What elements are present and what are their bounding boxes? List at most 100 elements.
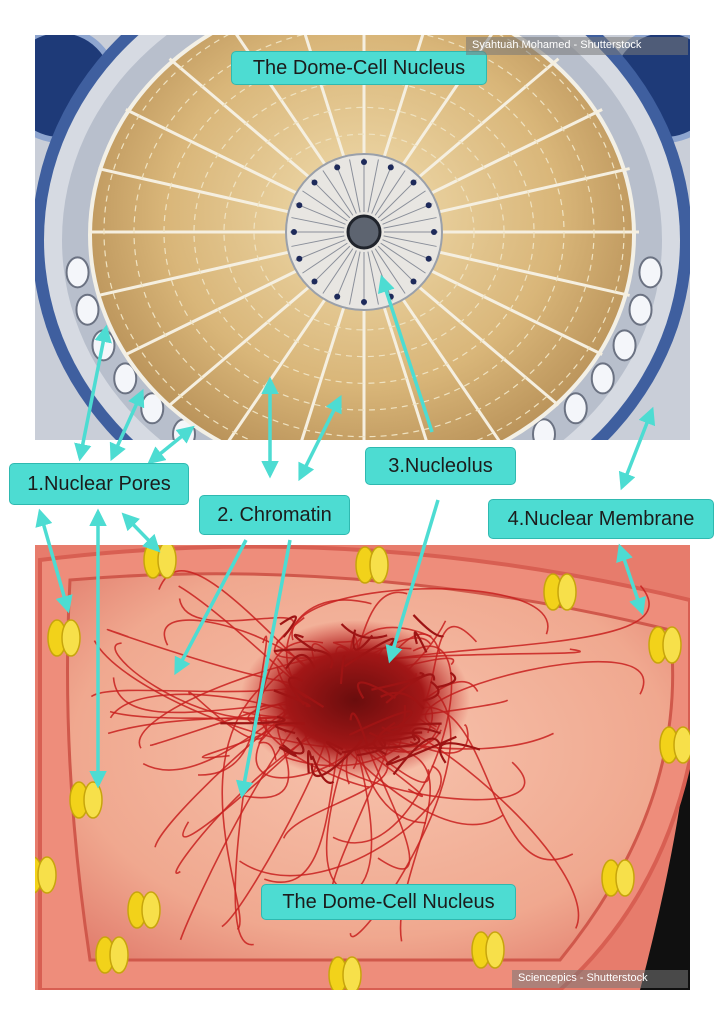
rosette-spoke	[295, 239, 346, 261]
rosette-spoke	[295, 203, 346, 225]
rosette-spoke	[382, 203, 433, 225]
nucleolus-fiber	[412, 614, 444, 638]
nucleolus-fiber	[288, 676, 305, 706]
rosette-ornament	[387, 164, 394, 171]
dome-window	[563, 392, 588, 425]
dome-window	[628, 293, 653, 326]
rosette-spoke	[311, 245, 351, 285]
dome-window	[217, 439, 222, 440]
nucleolus-fiber	[293, 633, 317, 652]
nucleolus-fiber	[435, 671, 457, 689]
dome-rib	[382, 306, 428, 440]
nucleolus-fiber	[278, 743, 297, 758]
chromatin-fiber	[291, 587, 549, 641]
rosette-ornament	[334, 293, 341, 300]
nucleolus-fiber	[413, 631, 428, 653]
nucleolus-fiber	[343, 637, 395, 668]
rosette-spoke	[335, 250, 357, 301]
rosette-spoke	[335, 163, 357, 214]
dome-rib	[401, 298, 501, 440]
nuclear-pore	[35, 856, 57, 894]
rosette-spoke	[374, 170, 406, 216]
nucleolus-fiber	[348, 710, 413, 736]
arrow-membrane-bottom	[616, 543, 646, 616]
rosette-spoke	[371, 163, 393, 214]
rosette-spoke	[380, 190, 426, 222]
nucleolus-fiber	[339, 655, 346, 685]
dome-window	[65, 256, 90, 289]
top-photo-credit: Syahtuah Mohamed - Shutterstock	[466, 37, 688, 55]
nucleolus-fiber	[220, 715, 286, 725]
chromatin-fiber	[221, 686, 262, 931]
nucleolus-fiber	[385, 673, 436, 704]
nucleolus-fiber	[438, 742, 481, 764]
dome-lattice-ring	[223, 106, 505, 358]
rosette-ornament	[291, 229, 297, 235]
arrow-pores-top-3	[147, 425, 195, 465]
rosette-ornament	[425, 255, 432, 262]
nuclear-pore	[601, 859, 635, 897]
nucleolus-fiber	[373, 731, 423, 756]
nuclear-pore	[543, 573, 577, 611]
dome-rib	[418, 286, 560, 407]
rosette-spoke	[302, 242, 348, 274]
nucleolus-fiber	[310, 739, 363, 778]
nuclear-pore	[127, 891, 161, 929]
rosette-spoke	[349, 251, 361, 305]
arrow-pores-top-2	[109, 388, 145, 462]
dome-rib	[98, 250, 289, 297]
dome-window	[248, 457, 270, 487]
nuclear-pores	[35, 545, 690, 990]
dome-rib	[418, 57, 560, 178]
dome-window	[75, 293, 100, 326]
rosette-ornament	[410, 179, 417, 186]
nuclear-pore	[143, 545, 177, 579]
chromatin-fiber	[239, 765, 442, 877]
nucleolus-fiber	[279, 615, 297, 638]
dome-rib	[125, 269, 298, 356]
dome-rib	[235, 35, 327, 166]
rosette-spoke	[291, 217, 345, 229]
arrow-nucleolus-bottom	[385, 499, 440, 664]
rosette-spoke	[291, 235, 345, 247]
dome-window	[590, 362, 615, 395]
label-chromatin: 2. Chromatin	[199, 495, 350, 535]
arrow-chromatin-bottom-1	[174, 539, 248, 676]
nucleolus-fiber	[352, 629, 374, 651]
dome-rib	[168, 57, 310, 178]
rosette-ornament	[425, 202, 432, 209]
dome-rib	[439, 250, 630, 297]
dome-rib	[300, 306, 346, 440]
rosette-ornament	[361, 159, 367, 165]
rosette-spoke	[383, 217, 437, 229]
nuclear-pore	[471, 931, 505, 969]
nucleolus-fiber	[340, 623, 388, 639]
rosette-ornament	[296, 202, 303, 209]
rosette-spoke	[367, 251, 379, 305]
nucleolus-fiber	[392, 737, 443, 776]
nuclear-pore	[648, 626, 682, 664]
rosette-ornament	[311, 179, 318, 186]
rosette-spoke	[311, 179, 351, 219]
nuclear-pore	[69, 781, 103, 819]
rosette-spoke	[322, 170, 354, 216]
label-nucleolus: 3.Nucleolus	[365, 447, 516, 485]
dome-lattice-ring	[193, 80, 535, 384]
nucleolus-fiber	[306, 750, 313, 774]
nucleolus-fiber	[356, 731, 387, 757]
rosette-ornament	[311, 278, 318, 285]
nucleolus-fiber	[422, 680, 440, 702]
rosette-ornament	[361, 299, 367, 305]
arrow-chromatin-top-2	[298, 394, 342, 482]
nucleolus	[240, 620, 470, 780]
arrow-membrane-top	[618, 406, 656, 491]
rosette-ornament	[334, 164, 341, 171]
rosette-spoke	[367, 159, 379, 213]
rosette-ornament	[296, 255, 303, 262]
dome-rib	[439, 167, 630, 214]
nuclear-pore	[355, 546, 389, 584]
arrow-nucleolus-top	[378, 274, 434, 433]
dome-rib	[430, 108, 603, 195]
dome-window	[638, 256, 663, 289]
